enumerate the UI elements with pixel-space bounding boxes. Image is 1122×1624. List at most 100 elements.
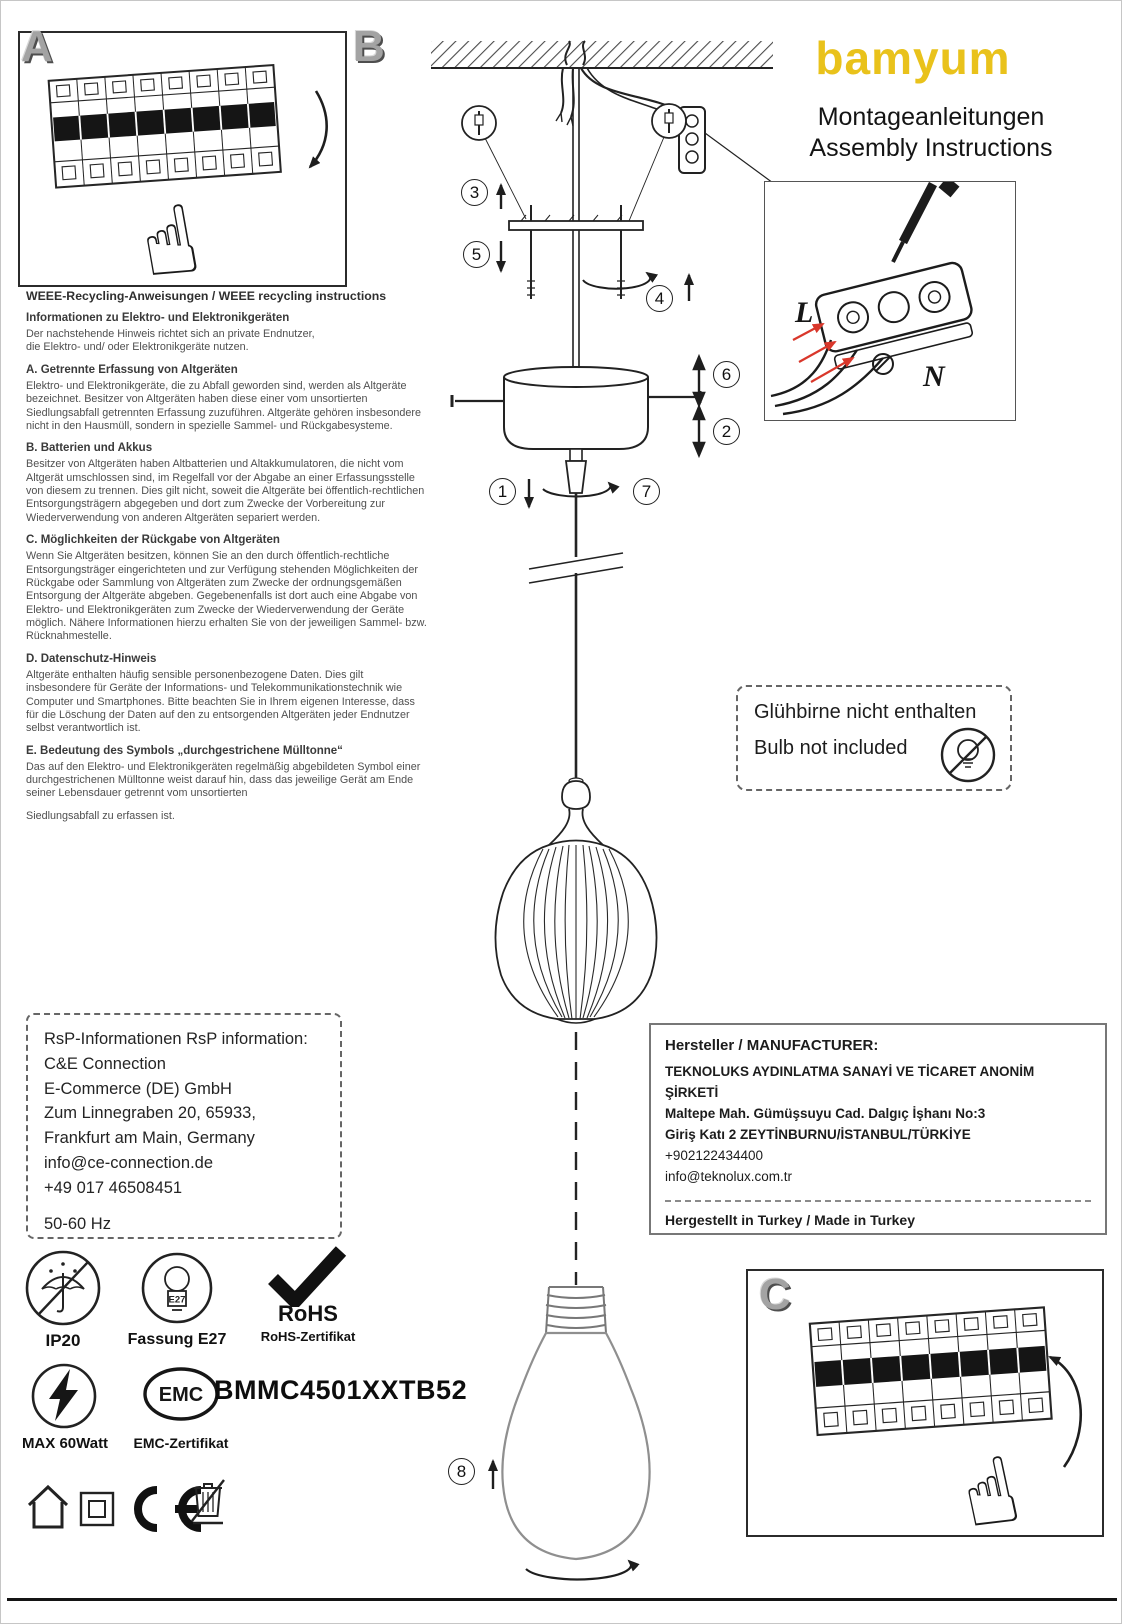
arrow-step2 [692, 403, 706, 459]
arrow-step6 [692, 353, 706, 409]
step-circle-3: 3 [461, 179, 488, 206]
terminal-connector [814, 261, 974, 370]
step-circle-2: 2 [713, 418, 740, 445]
anchor-callout-right [628, 103, 687, 222]
step-circle-6: 6 [713, 361, 740, 388]
weee-section-a-heading: A. Getrennte Erfassung von Altgeräten [26, 363, 238, 376]
cable-break [528, 552, 624, 584]
ip20-label: IP20 [45, 1331, 81, 1350]
e27-socket-icon: E27 [141, 1252, 213, 1324]
no-bulb-icon [940, 727, 996, 783]
weee-section-e-body: Das auf den Elektro- und Elektronikgerät… [26, 760, 421, 800]
weee-section-b-body: Besitzer von Altgeräten haben Altbatteri… [26, 458, 425, 524]
step-circle-5: 5 [463, 241, 490, 268]
cord-grip [564, 460, 588, 494]
emc-icon-text: EMC [159, 1384, 203, 1406]
terminal-block [678, 106, 774, 184]
manufacturer-address-1: Maltepe Mah. Gümüşsuyu Cad. Dalgıç İşhan… [665, 1105, 986, 1121]
rohs-cert-label: RoHS-Zertifikat [260, 1329, 356, 1344]
weee-section-d-body: Altgeräte enthalten häufig sensible pers… [26, 668, 415, 735]
brand-logo: bamyum [815, 32, 1011, 84]
panel-a-letter: A [21, 22, 53, 71]
curved-arrow-icon [308, 90, 328, 169]
terminal-n-label: N [922, 360, 946, 393]
rsp-phone: +49 017 46508451 [44, 1178, 183, 1197]
title-english: Assembly Instructions [809, 134, 1053, 162]
weee-title: WEEE-Recycling-Anweisungen / WEEE recycl… [26, 289, 387, 303]
mounting-bracket [508, 205, 644, 299]
rsp-email: info@ce-connection.de [44, 1153, 214, 1172]
ceiling [431, 41, 773, 69]
max-watt-label: MAX 60Watt [21, 1435, 109, 1452]
shade-ribs [523, 844, 629, 1020]
hand-icon: ☝ [952, 1435, 1029, 1535]
max-watt-icon [31, 1363, 97, 1429]
hanging-rod [572, 68, 580, 367]
weee-bin-icon [191, 1479, 225, 1525]
e27-label: Fassung E27 [127, 1331, 227, 1348]
rsp-city: Frankfurt am Main, Germany [44, 1129, 255, 1147]
step-circle-7: 7 [633, 478, 660, 505]
model-number: BMMC4501XXTB52 [214, 1375, 468, 1405]
step-circle-4: 4 [646, 285, 673, 312]
panel-b-letter: B [353, 22, 385, 71]
title-german: Montageanleitungen [817, 103, 1045, 131]
anchor-callout-left [461, 105, 527, 220]
ce-mark-icon [134, 1486, 202, 1532]
no-symbol [872, 353, 894, 375]
panel-c-box: ☝ [746, 1269, 1104, 1552]
panel-a-box: ☝ [18, 31, 347, 302]
curved-arrow-icon [1048, 1355, 1083, 1468]
made-in-label: Hergestellt in Turkey / Made in Turkey [665, 1199, 1091, 1228]
red-arrows [792, 323, 855, 383]
rsp-title: RsP-Informationen RsP information: [44, 1030, 308, 1048]
emc-icon: EMC [143, 1367, 219, 1421]
wiring-detail-illustration: L N [770, 176, 974, 416]
bulb-base [545, 1286, 607, 1334]
bulb-note-english: Bulb not included [754, 737, 908, 759]
manufacturer-name: TEKNOLUKS AYDINLATMA SANAYİ VE TİCARET A… [665, 1064, 1035, 1100]
weee-instructions: WEEE-Recycling-Anweisungen / WEEE recycl… [26, 289, 430, 823]
wiring-detail-box: L N [764, 176, 1016, 421]
ip20-icon [25, 1250, 101, 1326]
rotation-arrow-step7 [542, 481, 620, 498]
bulb-note-german: Glühbirne nicht enthalten [754, 701, 977, 723]
hand-icon: ☝ [132, 184, 208, 285]
assembly-diagram [431, 40, 774, 1581]
bottom-divider [7, 1598, 1117, 1601]
breaker-illustration-a: ☝ [47, 64, 328, 302]
lamp-shade [494, 839, 658, 1024]
bulb-note-box: Glühbirne nicht enthalten Bulb not inclu… [736, 685, 1012, 791]
weee-intro-body: Der nachstehende Hinweis richtet sich an… [26, 328, 315, 354]
rotation-arrow-step4 [582, 271, 659, 290]
rsp-info-box: RsP-Informationen RsP information: C&E C… [26, 1013, 342, 1239]
weee-footer: Siedlungsabfall zu erfassen ist. [26, 809, 175, 822]
rohs-label: RoHS [278, 1301, 338, 1326]
manufacturer-address-2: Giriş Katı 2 ZEYTİNBURNU/İSTANBUL/TÜRKİY… [665, 1126, 971, 1142]
rsp-company-2: E-Commerce (DE) GmbH [44, 1079, 232, 1098]
e27-icon-text: E27 [169, 1295, 186, 1306]
rotation-arrow-step8 [525, 1559, 640, 1581]
screwdriver-icon [891, 176, 960, 263]
manufacturer-phone: +902122434400 [665, 1147, 763, 1163]
bulb-glass [501, 1331, 651, 1561]
house-icon [27, 1484, 69, 1529]
breaker-illustration-c: ☝ [808, 1306, 1083, 1552]
weee-section-e-heading: E. Bedeutung des Symbols „durchgestriche… [26, 744, 343, 757]
weee-intro-heading: Informationen zu Elektro- und Elektronik… [26, 312, 290, 324]
terminal-l-label: L [794, 296, 813, 329]
step-circle-8: 8 [448, 1458, 475, 1485]
weee-section-c-heading: C. Möglichkeiten der Rückgabe von Altger… [26, 534, 280, 547]
rsp-street: Zum Linnegraben 20, 65933, [44, 1104, 256, 1123]
weee-section-b-heading: B. Batterien und Akkus [26, 442, 153, 455]
double-insulation-icon [79, 1491, 115, 1527]
manufacturer-title: Hersteller / MANUFACTURER: [665, 1037, 879, 1054]
manufacturer-box: Hersteller / MANUFACTURER: TEKNOLUKS AYD… [649, 1023, 1107, 1235]
weee-section-c-body: Wenn Sie Altgeräten besitzen, können Sie… [26, 550, 427, 643]
rohs-check-icon [268, 1246, 347, 1307]
weee-section-a-body: Elektro- und Elektronikgeräte, die zu Ab… [26, 379, 421, 432]
manufacturer-email: info@teknolux.com.tr [665, 1168, 793, 1184]
rsp-company: C&E Connection [44, 1054, 166, 1073]
emc-cert-label: EMC-Zertifikat [133, 1435, 229, 1451]
